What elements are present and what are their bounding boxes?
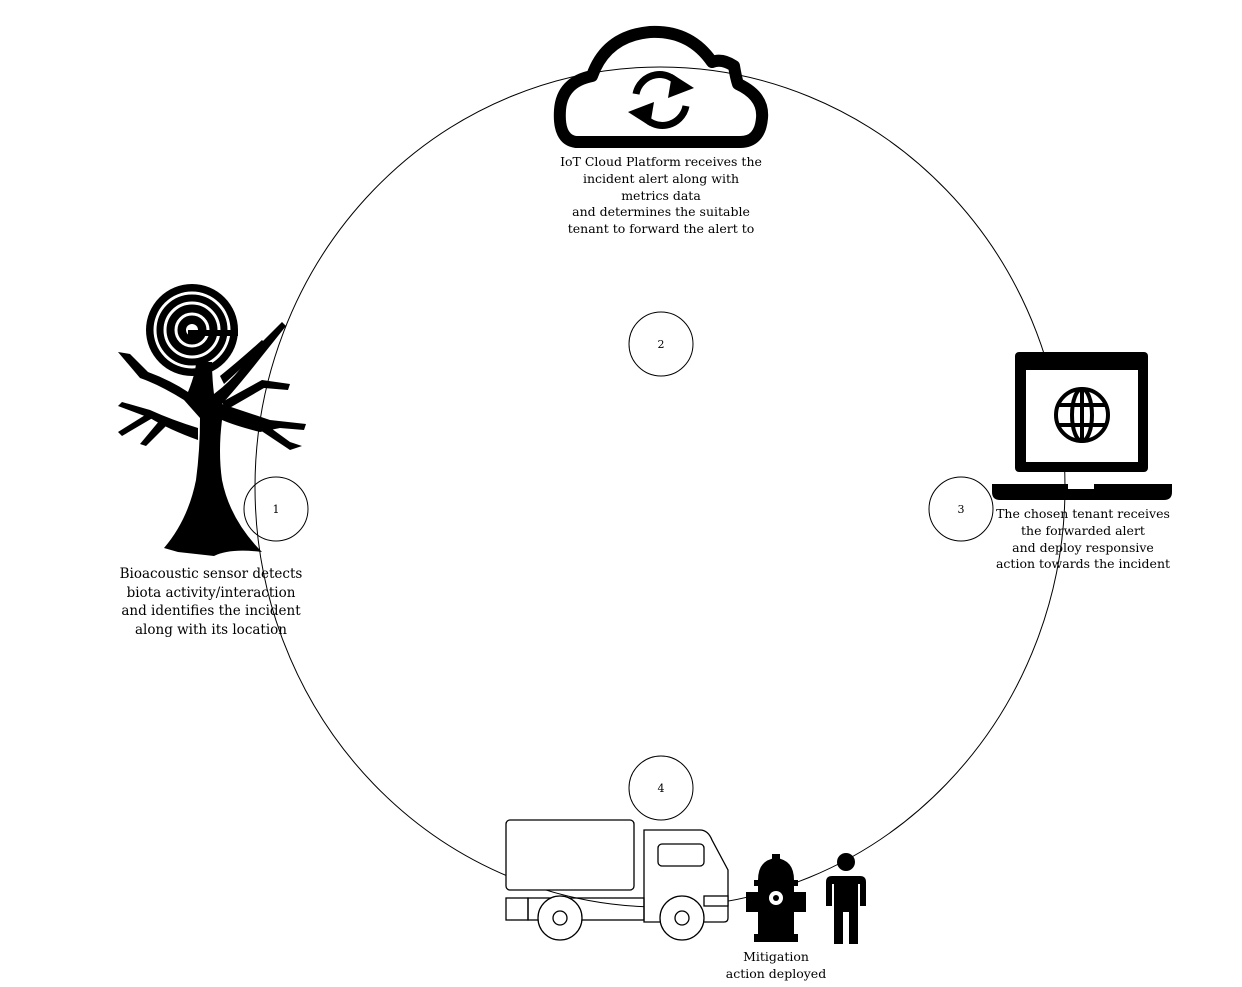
- step-1-description: Bioacoustic sensor detects biota activit…: [112, 565, 310, 639]
- step-number-1: 1: [273, 503, 280, 516]
- person-icon: [826, 853, 866, 944]
- step-2-line: tenant to forward the alert to: [567, 221, 755, 237]
- fire-hydrant-icon: [746, 854, 806, 942]
- step-2-line: metrics data: [621, 187, 701, 203]
- step-3-description: The chosen tenant receives the forwarded…: [992, 506, 1174, 573]
- step-1-line: and identifies the incident: [121, 603, 301, 619]
- step-2-line: IoT Cloud Platform receives the: [560, 154, 762, 169]
- step-marker-4: 4: [628, 755, 694, 821]
- truck-icon: [505, 819, 729, 941]
- step-marker-2: 2: [628, 311, 694, 377]
- tree-with-sensor-icon: [118, 284, 306, 556]
- step-number-3: 3: [958, 503, 965, 516]
- step-3-line: The chosen tenant receives: [996, 506, 1170, 521]
- laptop-globe-icon: [992, 352, 1172, 500]
- step-4-line: action deployed: [725, 965, 827, 981]
- step-4-line: Mitigation: [743, 949, 809, 964]
- step-3-line: action towards the incident: [995, 556, 1171, 572]
- step-1-line: along with its location: [135, 621, 287, 638]
- step-number-2: 2: [658, 338, 665, 351]
- step-marker-1: 1: [243, 476, 309, 542]
- step-4-description: Mitigation action deployed: [716, 949, 836, 983]
- cloud-sync-icon: [553, 25, 769, 148]
- step-2-description: IoT Cloud Platform receives the incident…: [551, 154, 771, 238]
- step-3-line: the forwarded alert: [1021, 522, 1145, 538]
- step-3-line: and deploy responsive: [1012, 539, 1154, 555]
- step-2-line: incident alert along with: [582, 170, 740, 186]
- step-1-line: biota activity/interaction: [126, 584, 296, 601]
- step-2-line: and determines the suitable: [572, 204, 750, 220]
- step-1-line: Bioacoustic sensor detects: [119, 566, 303, 582]
- step-marker-3: 3: [928, 476, 994, 542]
- step-number-4: 4: [658, 782, 665, 795]
